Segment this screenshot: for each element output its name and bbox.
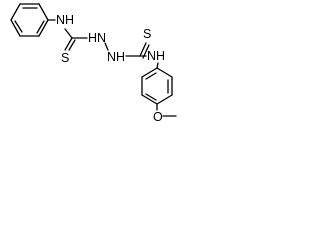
atom-label-o-methoxy: O (153, 110, 163, 124)
bond (64, 37, 73, 51)
bond (145, 72, 157, 80)
bond (38, 19, 49, 37)
atom-label-nh-anisyl: NH (147, 49, 165, 63)
bond (104, 42, 109, 51)
anisyl-ring (141, 67, 173, 105)
atom-label-nh-hydrazine: NH (107, 50, 125, 64)
bond (10, 19, 21, 37)
bond (14, 20, 23, 33)
bond (64, 28, 73, 39)
bond (139, 42, 147, 57)
molecule-svg: NH S HN NH S NH (10, 3, 177, 124)
phenyl-ring (10, 3, 49, 37)
bond (156, 94, 173, 105)
bond (141, 67, 158, 78)
bond (10, 3, 21, 21)
atom-label-s-left: S (61, 51, 69, 65)
bond (145, 93, 157, 101)
bond (141, 94, 158, 105)
bond (38, 3, 49, 21)
bond (156, 67, 173, 78)
atom-label-s-right: S (143, 27, 151, 41)
atom-label-hn-hydrazine: HN (88, 31, 106, 45)
atom-label-nh-phenyl: NH (56, 13, 74, 27)
bond (68, 39, 76, 51)
bond (156, 62, 159, 69)
chemical-structure-diagram: NH S HN NH S NH (0, 0, 207, 126)
bond (36, 20, 45, 34)
